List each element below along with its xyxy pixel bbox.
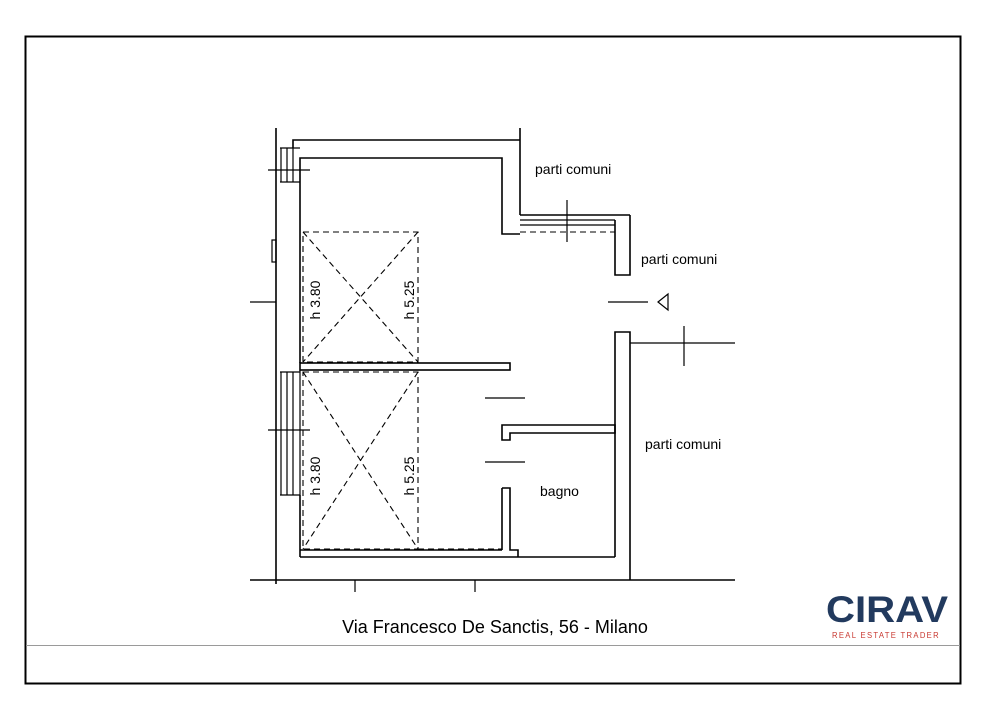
bathroom-left-wall bbox=[501, 487, 519, 557]
label-bathroom: bagno bbox=[540, 483, 579, 499]
top-outer-wall bbox=[292, 139, 520, 148]
label-lower-height-low: h 3.80 bbox=[307, 456, 323, 495]
sheet-border bbox=[24, 35, 962, 685]
label-lower-height-high: h 5.25 bbox=[401, 456, 417, 495]
corridor-window bbox=[520, 200, 630, 242]
address-caption: Via Francesco De Sanctis, 56 - Milano bbox=[342, 617, 648, 637]
label-common-areas-bottom: parti comuni bbox=[645, 436, 721, 452]
right-wall bbox=[614, 331, 631, 580]
lower-left-window bbox=[268, 370, 310, 496]
label-common-areas-right: parti comuni bbox=[641, 251, 717, 267]
logo-wordmark: CIRAV bbox=[826, 589, 948, 630]
label-upper-height-low: h 3.80 bbox=[307, 280, 323, 319]
label-common-areas-top: parti comuni bbox=[535, 161, 611, 177]
upper-mezzanine bbox=[302, 231, 419, 363]
top-inner-wall bbox=[299, 157, 520, 235]
floor-plan: parti comuni parti comuni parti comuni b… bbox=[250, 128, 735, 592]
lower-mezzanine bbox=[302, 371, 502, 550]
bathroom-top-wall bbox=[501, 424, 616, 441]
label-upper-height-high: h 5.25 bbox=[401, 280, 417, 319]
left-pillar bbox=[271, 239, 277, 263]
logo-tagline: REAL ESTATE TRADER bbox=[832, 631, 940, 640]
corridor-right-pier bbox=[614, 215, 631, 276]
company-logo: CIRAV REAL ESTATE TRADER bbox=[826, 589, 948, 640]
entrance-arrow-icon bbox=[657, 292, 669, 312]
upper-left-window bbox=[268, 147, 310, 183]
middle-partition-wall bbox=[299, 362, 511, 371]
